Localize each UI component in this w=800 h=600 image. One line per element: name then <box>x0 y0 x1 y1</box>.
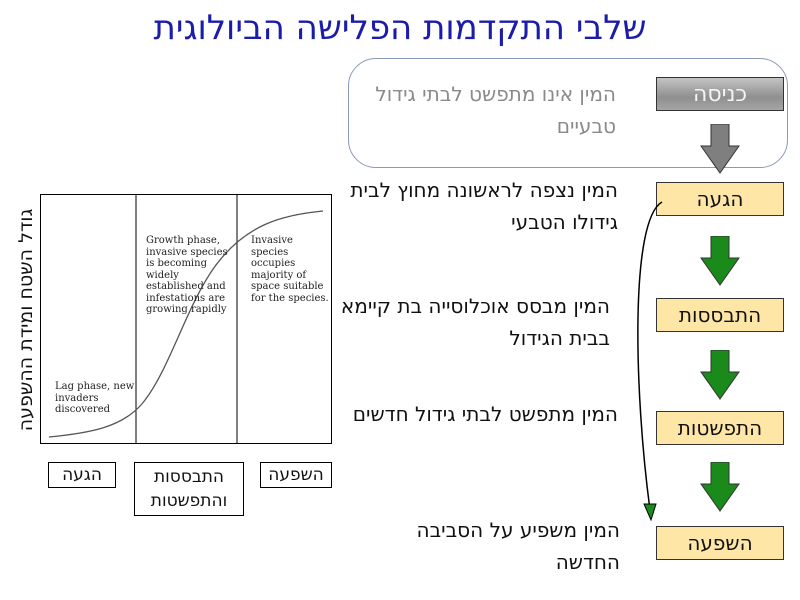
desc-entry: המין אינו מתפשט לבתי גידול טבעיים <box>375 82 616 138</box>
invasion-curve-chart: Lag phase, new invaders discovered Growt… <box>40 194 332 444</box>
green-down-arrow-icon <box>700 350 740 400</box>
green-down-arrow-icon <box>700 236 740 286</box>
desc-spread: המין מתפשט לבתי גידול חדשים <box>352 402 618 426</box>
green-down-arrow-icon <box>700 462 740 512</box>
x-label-establishment-spread: התבססות והתפשטות <box>134 462 244 516</box>
stage-arrival: הגעה <box>656 182 784 216</box>
desc-establishment: המין מבסס אוכלוסייה בת קיימא בבית הגידול <box>340 294 610 350</box>
stage-spread: התפשטות <box>656 411 784 445</box>
curved-connector-arrow-icon <box>637 201 663 522</box>
gray-down-arrow-icon <box>700 124 740 174</box>
invasion-growth-curve <box>48 210 324 438</box>
phase-note-saturation: Invasive species occupies majority of sp… <box>251 235 329 304</box>
desc-impact: המין משפיע על הסביבה החדשה <box>416 518 620 574</box>
stage-impact: השפעה <box>656 526 784 560</box>
desc-arrival: המין נצפה לראשונה מחוץ לבית גידולו הטבעי <box>350 178 618 234</box>
phase-note-lag: Lag phase, new invaders discovered <box>55 381 135 415</box>
phase-note-growth: Growth phase, invasive species is becomi… <box>146 235 228 315</box>
slide-title: שלבי התקדמות הפלישה הביולוגית <box>153 8 647 48</box>
stage-entry: כניסה <box>656 77 784 111</box>
entry-bracket <box>348 58 788 168</box>
stage-establishment: התבססות <box>656 298 784 332</box>
x-label-impact: השפעה <box>260 462 332 488</box>
x-label-arrival: הגעה <box>48 462 116 488</box>
